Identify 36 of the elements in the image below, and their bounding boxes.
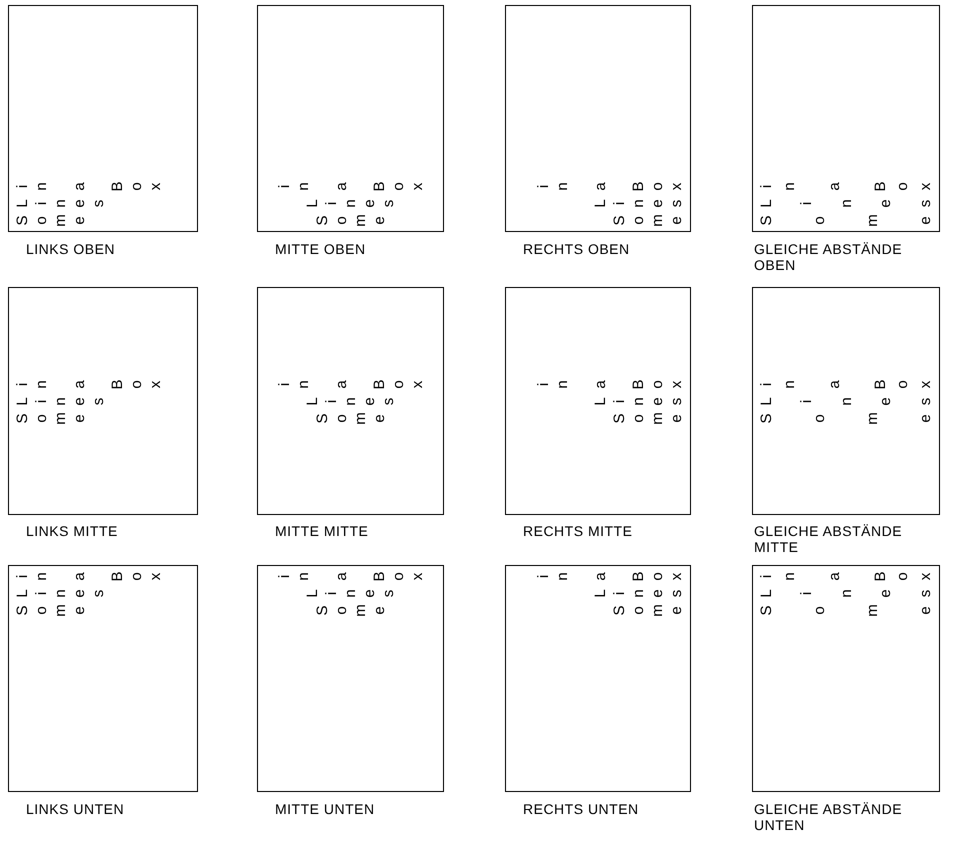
text-frame — [752, 287, 940, 515]
rotated-text: Some Lines in a Box — [274, 180, 426, 229]
rotated-text: Some Lines in a Box — [13, 180, 165, 229]
node-label: GLEICHE ABSTÄNDE MITTE — [754, 523, 904, 555]
text-frame — [8, 5, 198, 232]
node-label: RECHTS MITTE — [523, 523, 634, 539]
text-frame — [752, 5, 940, 232]
rotated-text: Some Lines in a Box — [13, 570, 165, 619]
rotated-text: Some Lines in a Box — [13, 378, 165, 426]
text-frame — [257, 565, 444, 792]
node-label: MITTE OBEN — [275, 241, 367, 257]
node-label: RECHTS UNTEN — [523, 801, 640, 817]
node-label: GLEICHE ABSTÄNDE OBEN — [754, 241, 904, 273]
node-label: LINKS UNTEN — [26, 801, 126, 817]
rotated-text: Some Lines in a Box — [757, 378, 935, 426]
text-frame — [505, 5, 691, 232]
text-frame — [752, 565, 940, 792]
rotated-text: Some Lines in a Box — [757, 180, 935, 229]
text-frame — [505, 287, 691, 515]
text-frame — [257, 287, 444, 515]
rotated-text: Some Lines in a Box — [274, 378, 426, 426]
node-label: GLEICHE ABSTÄNDE UNTEN — [754, 801, 904, 833]
rotated-text: Some Lines in a Box — [757, 570, 935, 619]
rotated-text: Some Lines in a Box — [534, 378, 686, 426]
node-label: MITTE MITTE — [275, 523, 370, 539]
node-label: LINKS OBEN — [26, 241, 116, 257]
text-frame — [8, 287, 198, 515]
node-label: LINKS MITTE — [26, 523, 119, 539]
text-frame — [257, 5, 444, 232]
node-label: RECHTS OBEN — [523, 241, 631, 257]
text-frame — [505, 565, 691, 792]
node-label: MITTE UNTEN — [275, 801, 376, 817]
rotated-text: Some Lines in a Box — [534, 570, 686, 619]
rotated-text: Some Lines in a Box — [534, 180, 686, 229]
rotated-text: Some Lines in a Box — [274, 570, 426, 619]
text-frame — [8, 565, 198, 792]
